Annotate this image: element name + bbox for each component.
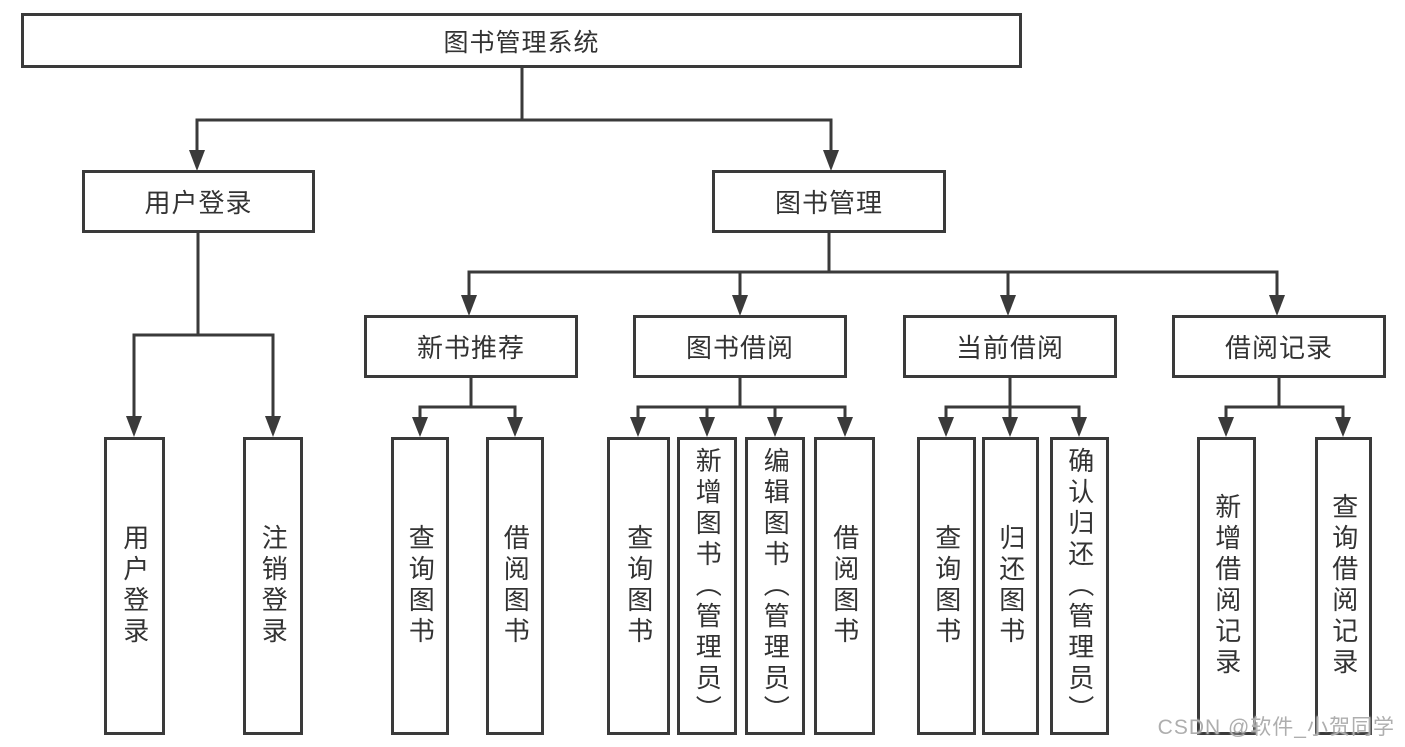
connector-book-borrow-children — [630, 378, 853, 437]
node-new-book-recommend: 新书推荐 — [364, 315, 578, 378]
leaf-query-books-recommend: 查询图书 — [391, 437, 449, 735]
leaf-confirm-return-admin-label: 确认归还（管理员） — [1064, 446, 1095, 726]
leaf-query-books-recommend-label: 查询图书 — [405, 524, 436, 648]
leaf-borrow-books-recommend-label: 借阅图书 — [500, 524, 531, 648]
leaf-return-books-label: 归还图书 — [995, 524, 1026, 648]
connector-new-book-children — [412, 378, 523, 437]
leaf-query-books-borrow: 查询图书 — [607, 437, 670, 735]
node-current-borrow: 当前借阅 — [903, 315, 1117, 378]
leaf-query-books-current-label: 查询图书 — [931, 524, 962, 648]
connector-book-management-children — [461, 233, 1285, 316]
node-book-borrow: 图书借阅 — [633, 315, 847, 378]
leaf-query-books-borrow-label: 查询图书 — [623, 524, 654, 648]
leaf-borrow-books-label: 借阅图书 — [829, 524, 860, 648]
leaf-query-borrow-record-label: 查询借阅记录 — [1328, 493, 1359, 679]
leaf-user-login-label: 用户登录 — [119, 524, 150, 648]
leaf-borrow-books-recommend: 借阅图书 — [486, 437, 544, 735]
leaf-query-borrow-record: 查询借阅记录 — [1315, 437, 1372, 735]
leaf-logout-label: 注销登录 — [258, 524, 289, 648]
node-root: 图书管理系统 — [21, 13, 1022, 68]
leaf-borrow-books: 借阅图书 — [814, 437, 875, 735]
watermark: CSDN @软件_小贺同学 — [1157, 716, 1395, 739]
connector-root-to-level2 — [189, 68, 839, 171]
leaf-confirm-return-admin: 确认归还（管理员） — [1050, 437, 1109, 735]
leaf-return-books: 归还图书 — [982, 437, 1039, 735]
connector-borrow-record-children — [1218, 378, 1351, 437]
leaf-query-books-current: 查询图书 — [917, 437, 976, 735]
node-user-login: 用户登录 — [82, 170, 315, 233]
leaf-edit-book-admin-label: 编辑图书（管理员） — [760, 446, 791, 726]
leaf-add-book-admin: 新增图书（管理员） — [677, 437, 737, 735]
leaf-user-login: 用户登录 — [104, 437, 165, 735]
connector-current-borrow-children — [938, 378, 1087, 437]
connector-user-login-children — [126, 233, 281, 437]
leaf-add-book-admin-label: 新增图书（管理员） — [692, 446, 723, 726]
leaf-logout: 注销登录 — [243, 437, 303, 735]
leaf-add-borrow-record-label: 新增借阅记录 — [1211, 493, 1242, 679]
node-book-management: 图书管理 — [712, 170, 946, 233]
leaf-add-borrow-record: 新增借阅记录 — [1197, 437, 1256, 735]
node-borrow-records: 借阅记录 — [1172, 315, 1386, 378]
leaf-edit-book-admin: 编辑图书（管理员） — [745, 437, 805, 735]
